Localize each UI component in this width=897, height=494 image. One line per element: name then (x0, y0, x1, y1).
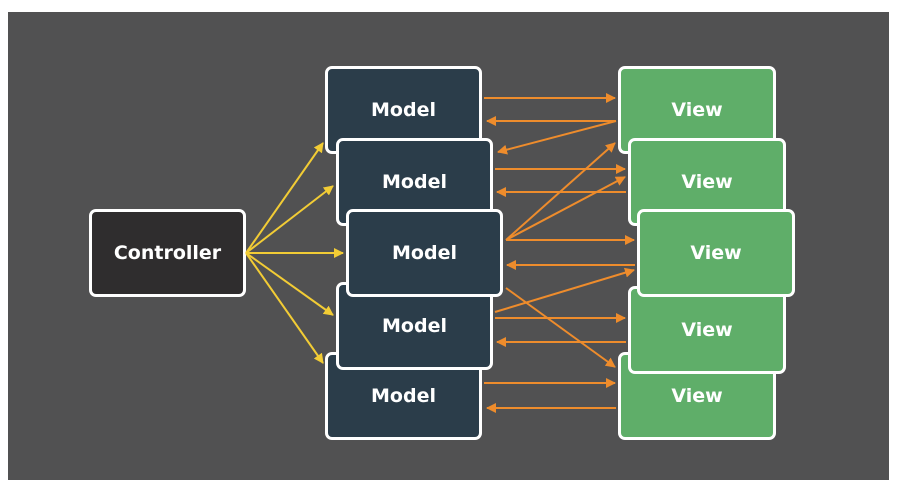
controller-label: Controller (113, 242, 222, 264)
view-label-5: View (671, 385, 723, 407)
controller-to-model-1-arrow (245, 142, 324, 254)
view-box-3: View (637, 209, 795, 297)
view-label-1: View (671, 99, 723, 121)
model-label-5: Model (371, 385, 436, 407)
controller-box: Controller (89, 209, 246, 297)
model-3-to-view-1-arrow (505, 142, 616, 241)
view-label-2: View (681, 171, 733, 193)
model-label-3: Model (392, 242, 457, 264)
view-label-4: View (681, 319, 733, 341)
controller-to-model-2-arrow (245, 185, 334, 254)
controller-to-model-5-arrow (245, 252, 324, 364)
view-box-4: View (628, 286, 786, 374)
model-3-to-view-5-arrow (505, 287, 616, 368)
view-label-3: View (690, 242, 742, 264)
model-label-1: Model (371, 99, 436, 121)
model-4-to-view-3-arrow (494, 267, 635, 313)
view-1-to-model-2-arrow (497, 120, 617, 155)
model-3-to-view-2-arrow (505, 176, 626, 241)
model-label-4: Model (382, 315, 447, 337)
model-label-2: Model (382, 171, 447, 193)
model-box-3: Model (346, 209, 503, 297)
controller-to-model-4-arrow (245, 252, 334, 316)
